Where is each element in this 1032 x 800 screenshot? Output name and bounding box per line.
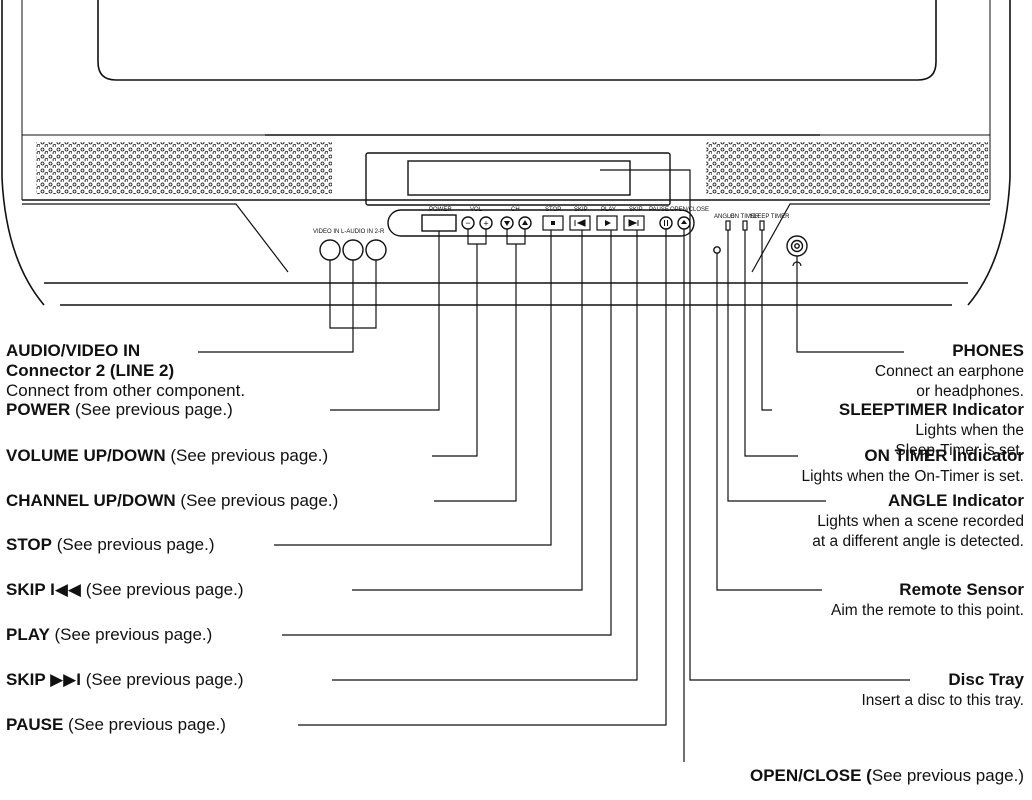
left-speaker-grill	[36, 142, 332, 194]
label-power: POWER	[429, 207, 452, 213]
skip-forward-button	[623, 215, 645, 231]
control-button-strip	[387, 209, 695, 237]
callout-on-timer: ON TIMER Indicator Lights when the On-Ti…	[801, 446, 1024, 485]
callout-power: POWER (See previous page.)	[6, 400, 233, 419]
label-av-in: VIDEO IN L-AUDIO IN 2-R	[313, 229, 385, 235]
callout-phones: PHONES Connect an earphone or headphones…	[874, 341, 1024, 400]
callout-skip-back: SKIP I◀◀ (See previous page.)	[6, 580, 244, 599]
label-vol: VOL	[470, 207, 483, 213]
label-skip1: SKIP	[574, 207, 588, 213]
label-stop: STOP	[545, 207, 561, 213]
angle-indicator	[725, 220, 731, 231]
label-angle: ANGLE	[714, 214, 734, 220]
callout-sleep-timer: SLEEPTIMER Indicator Lights when the Sle…	[838, 400, 1024, 459]
label-pause: PAUSE	[649, 207, 669, 213]
svg-text:−: −	[465, 218, 470, 228]
callout-play: PLAY (See previous page.)	[6, 625, 213, 644]
video-in-jack	[319, 239, 341, 261]
tv-cabinet-outline	[1, 0, 45, 306]
label-play: PLAY	[601, 207, 616, 213]
audio-l-in-jack	[342, 239, 364, 261]
audio-r-in-jack	[365, 239, 387, 261]
play-button	[596, 215, 618, 231]
callout-channel: CHANNEL UP/DOWN (See previous page.)	[6, 491, 339, 510]
label-skip2: SKIP	[629, 207, 643, 213]
right-speaker-grill	[706, 142, 988, 194]
callout-skip-forward: SKIP ▶▶I (See previous page.)	[6, 670, 244, 689]
disc-tray-window	[407, 160, 631, 196]
disc-tray	[365, 152, 671, 206]
callout-volume: VOLUME UP/DOWN (See previous page.)	[6, 446, 329, 465]
callout-angle: ANGLE Indicator Lights when a scene reco…	[812, 491, 1024, 550]
stop-button	[542, 215, 564, 231]
label-ch: CH	[511, 207, 520, 213]
callout-stop: STOP (See previous page.)	[6, 535, 215, 554]
leader-lines-left	[198, 229, 667, 726]
screen	[97, 0, 937, 81]
pause-button	[659, 216, 673, 230]
on-timer-indicator	[742, 220, 748, 231]
phones-jack	[786, 235, 808, 257]
label-on-timer: ON TIMER	[730, 214, 760, 220]
leader-lines-right	[600, 169, 910, 762]
label-sleep-timer: SLEEP TIMER	[750, 214, 790, 220]
callout-remote-sensor: Remote Sensor Aim the remote to this poi…	[831, 580, 1024, 619]
callout-av-in: AUDIO/VIDEO IN Connector 2 (LINE 2) Conn…	[6, 341, 246, 400]
skip-back-button	[569, 215, 591, 231]
svg-text:+: +	[483, 219, 488, 229]
sleep-timer-indicator	[759, 220, 765, 231]
callout-pause: PAUSE (See previous page.)	[6, 715, 226, 734]
power-button	[421, 214, 457, 232]
remote-sensor	[713, 246, 721, 254]
callout-disc-tray: Disc Tray Insert a disc to this tray.	[861, 670, 1024, 709]
callout-open-close: OPEN/CLOSE (See previous page.)	[749, 766, 1024, 785]
